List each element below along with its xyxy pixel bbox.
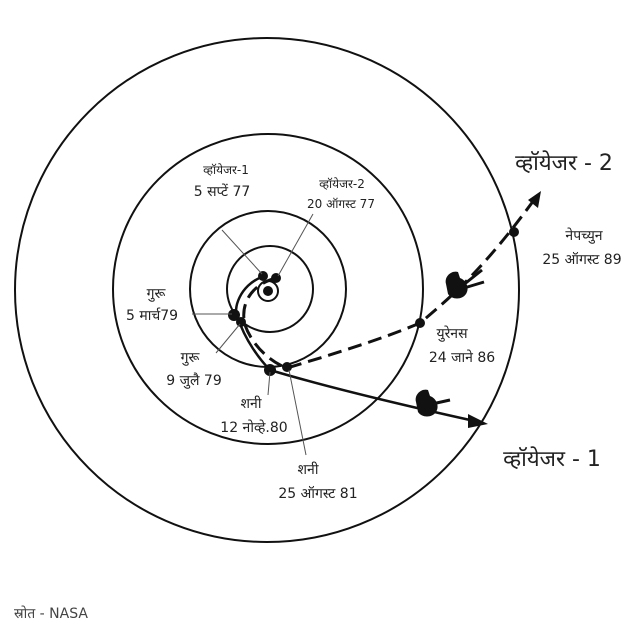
saturn2-dot — [282, 362, 292, 372]
uranus-dot — [415, 318, 425, 328]
v2-launch-date: 20 ऑगस्ट 77 — [307, 197, 375, 211]
voyager2-arrowhead — [528, 191, 541, 208]
uranus-date: 24 जाने 86 — [429, 349, 495, 366]
v2-launch-name: व्हॉयेजर-2 — [319, 177, 365, 191]
sun-icon — [263, 286, 273, 296]
uranus-name: युरेनस — [436, 325, 468, 342]
jupiter2-dot — [236, 317, 246, 327]
source-credit: स्रोत - NASA — [14, 606, 88, 622]
v1-launch-name: व्हॉयेजर-1 — [203, 163, 249, 177]
voyager1-title: व्हॉयेजर - 1 — [503, 446, 601, 472]
neptune-name: नेपच्युन — [565, 227, 602, 244]
leader-jupiter2 — [215, 323, 241, 354]
jupiter1-dot — [228, 309, 240, 321]
voyager1-spacecraft-icon — [415, 389, 451, 417]
jupiter2-name: गुरू — [181, 350, 201, 366]
neptune-date: 25 ऑगस्ट 89 — [542, 251, 621, 268]
jupiter1-name: गुरू — [147, 286, 167, 302]
leader-saturn1 — [267, 371, 271, 396]
saturn-orbit — [112, 133, 424, 445]
neptune-dot — [509, 227, 519, 237]
voyager2-title: व्हॉयेजर - 2 — [515, 150, 613, 176]
saturn1-dot — [264, 364, 276, 376]
voyager1-arrowhead — [468, 414, 488, 428]
voyager2-spacecraft-icon — [445, 268, 485, 299]
leader-v2-launch — [277, 213, 314, 277]
voyager2-path — [242, 199, 536, 370]
v2-launch-dot — [271, 273, 281, 283]
saturn2-name: शनी — [298, 461, 319, 478]
saturn1-name: शनी — [241, 395, 262, 412]
saturn1-date: 12 नोव्हे.80 — [220, 419, 287, 436]
outer-orbit — [14, 37, 520, 543]
v1-launch-date: 5 सप्टें 77 — [194, 183, 251, 200]
earth-orbit — [226, 245, 314, 333]
leader-saturn2 — [288, 369, 307, 456]
v1-launch-dot — [258, 271, 268, 281]
jupiter1-date: 5 मार्च79 — [126, 307, 178, 324]
saturn2-date: 25 ऑगस्ट 81 — [278, 485, 357, 502]
jupiter2-date: 9 जुलै 79 — [166, 372, 222, 389]
leader-v1-launch — [221, 229, 263, 275]
